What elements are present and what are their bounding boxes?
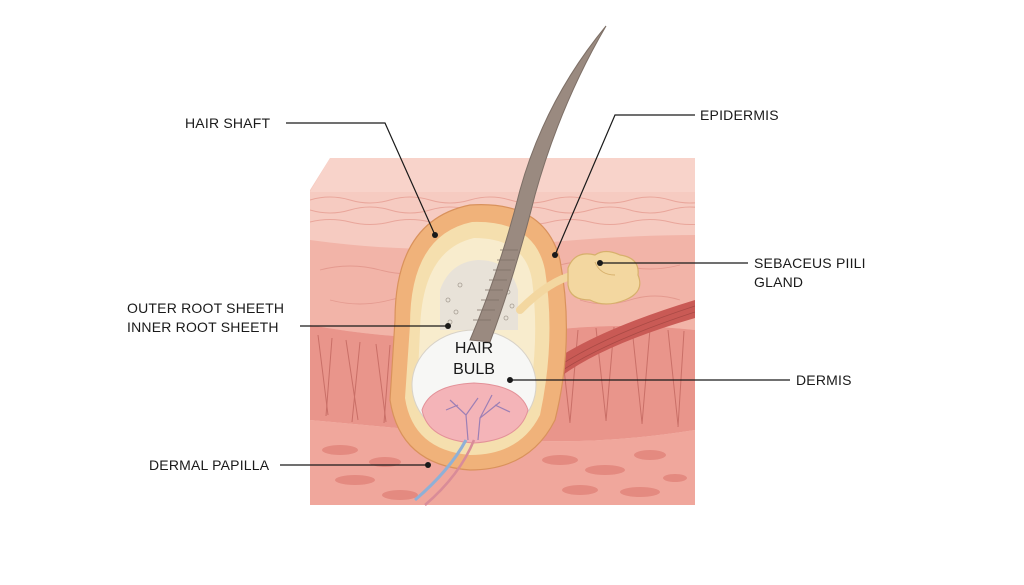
- label-outer-root-sheath: OUTER ROOT SHEETH: [127, 300, 284, 316]
- label-inner-root-sheath: INNER ROOT SHEETH: [127, 319, 279, 335]
- leader-dot-dermal-papilla: [425, 462, 431, 468]
- label-hair-bulb-line2: BULB: [453, 361, 495, 378]
- leader-hair-shaft: [286, 122, 436, 236]
- label-sebaceous-line1: SEBACEUS PIILI: [754, 255, 866, 271]
- leader-dot-hair-shaft: [432, 232, 438, 238]
- leader-epidermis: [554, 114, 695, 256]
- labels: HAIR SHAFT EPIDERMIS SEBACEUS PIILI GLAN…: [127, 107, 866, 473]
- leader-dot-root-sheath: [445, 323, 451, 329]
- hair-shaft: [469, 25, 607, 343]
- hair-shaft-body: [469, 25, 607, 343]
- skin-surface: [310, 158, 695, 192]
- leader-dot-sebaceous: [597, 260, 603, 266]
- leader-lines: [280, 114, 790, 468]
- gland-body: [567, 250, 641, 305]
- hair-follicle: [389, 204, 567, 506]
- label-dermal-papilla: DERMAL PAPILLA: [149, 457, 270, 473]
- label-hair-shaft: HAIR SHAFT: [185, 115, 270, 131]
- sebaceous-gland: [516, 250, 641, 314]
- label-dermis: DERMIS: [796, 372, 852, 388]
- gland-lobe-line: [594, 261, 616, 276]
- vein: [414, 439, 468, 502]
- dermal-papilla: [421, 382, 529, 444]
- papilla-vessels: [445, 394, 511, 441]
- label-epidermis: EPIDERMIS: [700, 107, 779, 123]
- label-hair-bulb-line1: HAIR: [455, 340, 493, 357]
- hair-cuticle-lines: [473, 249, 518, 321]
- leader-dot-epidermis: [552, 252, 558, 258]
- arrector-pili-muscle: [535, 300, 695, 390]
- artery: [424, 439, 476, 506]
- label-sebaceous-line2: GLAND: [754, 274, 803, 290]
- leader-dot-dermis: [507, 377, 513, 383]
